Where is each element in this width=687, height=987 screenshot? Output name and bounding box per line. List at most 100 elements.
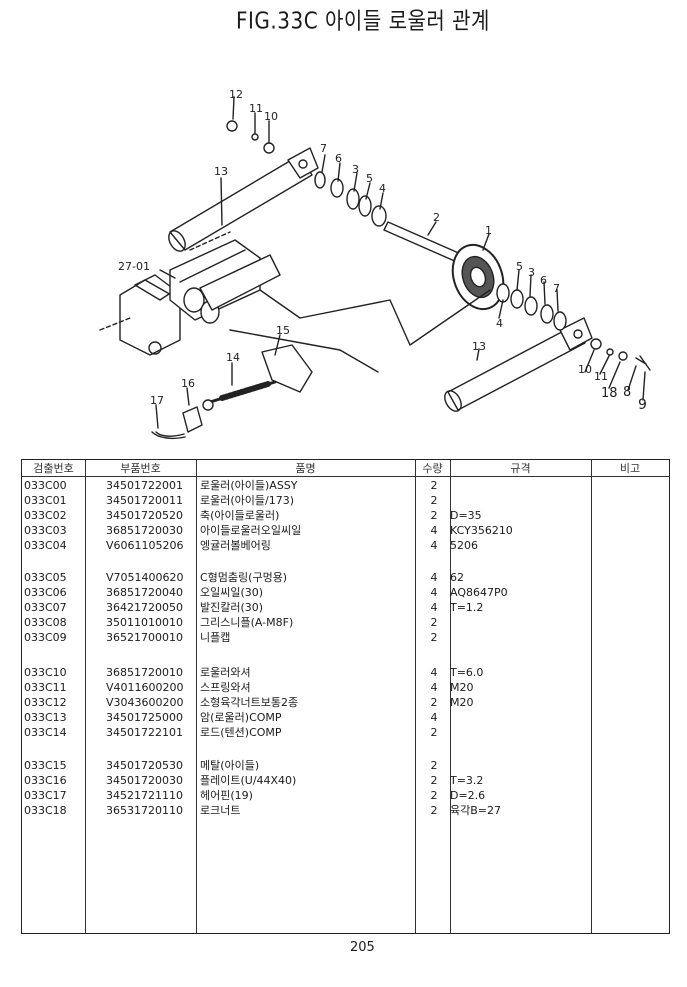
callout-label: 18 [601,386,618,401]
callout-label: 11 [249,102,263,115]
row-code: 033C18 [24,804,67,817]
row-part-name: 로울러와셔 [200,666,251,679]
row-part-number: 36531720110 [106,804,183,817]
column-divider [591,460,592,933]
row-spec: T=6.0 [450,666,484,679]
header-spec: 규격 [510,462,531,475]
header-part-number: 부품번호 [120,462,161,475]
row-quantity: 4 [430,524,438,537]
page-title: FIG.33C 아이들 로울러 관계 [236,6,490,35]
row-spec: M20 [450,696,474,709]
row-spec: AQ8647P0 [450,586,508,599]
callout-label: 27-01 [118,260,150,273]
row-code: 033C15 [24,759,67,772]
row-part-name: 아이들로울러오일씨일 [200,524,302,537]
header-divider [22,476,669,477]
row-quantity: 2 [430,616,438,629]
row-spec: 62 [450,571,464,584]
row-quantity: 4 [430,711,438,724]
row-part-number: 34501725000 [106,711,183,724]
row-part-name: 로크너트 [200,804,241,817]
row-code: 033C12 [24,696,67,709]
table-row: 033C12 V3043600200 소형육각너트보통2종 2 M20 [22,695,669,710]
callout-label: 12 [229,88,243,101]
page-number: 205 [350,940,375,955]
row-code: 033C02 [24,509,67,522]
row-code: 033C03 [24,524,67,537]
row-part-number: 34521721110 [106,789,183,802]
row-part-number: 34501720520 [106,509,183,522]
row-part-number: V6061105206 [106,539,184,552]
row-quantity: 2 [430,631,438,644]
row-code: 033C05 [24,571,67,584]
row-quantity: 2 [430,509,438,522]
row-part-name: 메탈(아이들) [200,759,260,772]
row-part-number: V4011600200 [106,681,184,694]
callout-label: 9 [638,397,647,413]
callout-label: 10 [578,363,592,376]
callout-label: 4 [496,317,503,330]
row-part-number: 34501720030 [106,774,183,787]
callout-label: 1 [485,224,492,237]
column-divider [415,460,416,933]
header-remarks: 비고 [619,462,641,475]
row-part-name: 플레이트(U/44X40) [200,774,297,787]
callout-label: 2 [433,211,440,224]
row-quantity: 2 [430,696,438,709]
callout-label: 3 [528,266,535,279]
row-part-name: 발진칼러(30) [200,601,264,614]
row-quantity: 2 [430,726,438,739]
row-part-name: 그리스니플(A-M8F) [200,616,294,629]
row-spec: T=1.2 [450,601,484,614]
row-code: 033C09 [24,631,67,644]
callout-label: 6 [540,274,547,287]
row-part-name: 소형육각너트보통2종 [200,696,299,709]
row-quantity: 4 [430,666,438,679]
exploded-parts-diagram: 12 11 10 7 6 3 5 4 2 1 13 27-01 15 14 16… [99,88,651,440]
row-code: 033C07 [24,601,67,614]
column-divider [450,460,451,933]
row-spec: D=2.6 [450,789,486,802]
row-quantity: 4 [430,681,438,694]
callout-label: 15 [276,324,290,337]
column-divider [85,460,86,933]
callout-label: 13 [214,165,228,178]
row-code: 033C16 [24,774,67,787]
row-part-number: 34501722101 [106,726,183,739]
row-code: 033C00 [24,479,67,492]
row-code: 033C01 [24,494,67,507]
row-code: 033C06 [24,586,67,599]
row-part-number: 36851720040 [106,586,183,599]
row-part-number: 34501720530 [106,759,183,772]
row-part-number: 36521700010 [106,631,183,644]
callout-label: 3 [352,163,359,176]
row-part-name: C형멈춤링(구멍용) [200,571,288,584]
row-part-number: V3043600200 [106,696,184,709]
callout-label: 16 [181,377,195,390]
row-spec: T=3.2 [450,774,484,787]
row-part-number: V7051400620 [106,571,184,584]
row-quantity: 2 [430,479,438,492]
callout-label: 5 [366,172,373,185]
row-code: 033C13 [24,711,67,724]
row-quantity: 4 [430,539,438,552]
row-part-number: 36421720050 [106,601,183,614]
row-part-name: 엥귤러볼베어링 [200,539,271,552]
row-part-name: 헤어핀(19) [200,789,253,802]
callout-label: 11 [594,370,608,383]
callout-label: 8 [623,385,631,400]
row-quantity: 2 [430,804,438,817]
